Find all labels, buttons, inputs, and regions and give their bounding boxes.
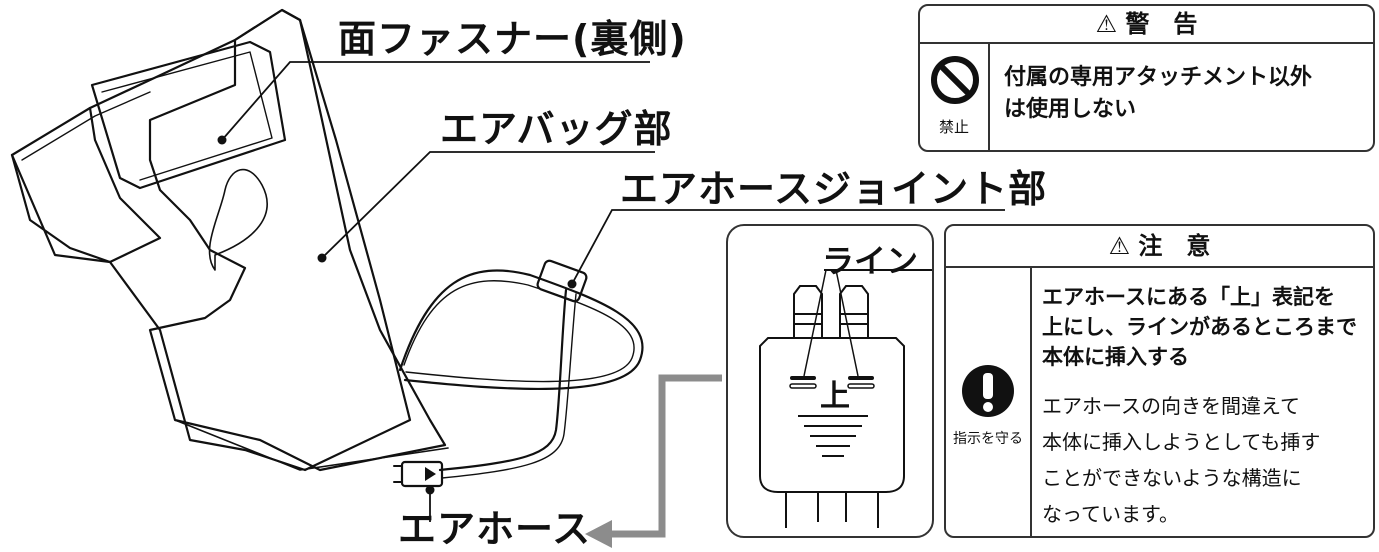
label-hose: エアホース [398, 507, 592, 551]
wrap-back-panel-inner [21, 91, 151, 161]
caution-body-line2: 本体に挿入しようとしても挿す [1042, 430, 1321, 454]
warning-text-line1: 付属の専用アタッチメント以外 [1004, 65, 1313, 90]
warning-box: ⚠ 警 告 禁止 付属の専用アタッチメント以外 は使用しない [918, 4, 1375, 152]
caution-title: ⚠ 注 意 [946, 226, 1373, 268]
leader-joint [571, 209, 1005, 285]
exclamation-caption: 指示を守る [953, 431, 1023, 447]
caution-bold-line2: 上にし、ラインがあるところまで [1042, 315, 1357, 339]
warning-title: ⚠ 警 告 [920, 6, 1373, 44]
prohibition-icon [931, 56, 979, 104]
up-mark: 上 [820, 379, 850, 414]
body-cutout [208, 168, 268, 271]
hose-loop [398, 269, 644, 391]
airbag-body [148, 8, 447, 472]
hose-connector [400, 460, 444, 488]
caution-bold-line1: エアホースにある「上」表記を [1042, 285, 1335, 309]
fastener-strap-inner [101, 51, 273, 181]
hose-loop-inner [403, 280, 635, 383]
leader-dot-fastener [217, 135, 227, 145]
caution-icon-cell: 指示を守る [946, 268, 1032, 536]
line-label: ライン [822, 242, 919, 280]
warning-icon-cell: 禁止 [920, 44, 990, 150]
wrap-left-flap [10, 106, 162, 264]
label-joint: エアホースジョイント部 [620, 167, 1048, 211]
label-airbag: エアバッグ部 [440, 107, 673, 151]
warning-text: 付属の専用アタッチメント以外 は使用しない [1004, 62, 1312, 126]
caution-body-line1: エアホースの向きを間違えて [1042, 394, 1300, 418]
hose-down-inner [441, 293, 577, 479]
leader-dot-hose [425, 485, 435, 495]
caution-body-line4: なっています。 [1042, 502, 1179, 526]
prohibition-caption: 禁止 [938, 118, 969, 136]
caution-body-text: エアホースの向きを間違えて 本体に挿入しようとしても挿す ことができないような構… [1042, 388, 1320, 532]
connector-detail-drawing [759, 269, 932, 528]
airbag-lower-edge [174, 419, 449, 471]
leader-dot-joint [567, 279, 577, 289]
caution-box: ⚠ 注 意 指示を守る エアホースにある「上」表記を 上にし、ラインがあるところ… [944, 224, 1375, 538]
connector-arrow-mark [425, 467, 436, 481]
fastener-strap [90, 40, 287, 190]
leader-dot-airbag [317, 253, 327, 263]
caution-bold-line3: 本体に挿入する [1042, 345, 1189, 369]
caution-bold-text: エアホースにある「上」表記を 上にし、ラインがあるところまで 本体に挿入する [1042, 282, 1357, 372]
detail-arrow [605, 374, 722, 538]
leader-airbag [321, 151, 655, 259]
leader-fastener [221, 61, 650, 141]
exclamation-icon [962, 365, 1014, 417]
wrap-back-panel [10, 8, 412, 472]
warning-text-line2: は使用しない [1004, 97, 1137, 122]
hose-joint [536, 259, 588, 303]
detail-arrow-head [585, 520, 612, 548]
hose-down [438, 288, 568, 472]
caution-body-line3: ことができないような構造に [1042, 466, 1302, 490]
connector-detail-box: ライン 上 [726, 224, 934, 538]
label-fastener: 面ファスナー(裏側) [338, 17, 687, 61]
